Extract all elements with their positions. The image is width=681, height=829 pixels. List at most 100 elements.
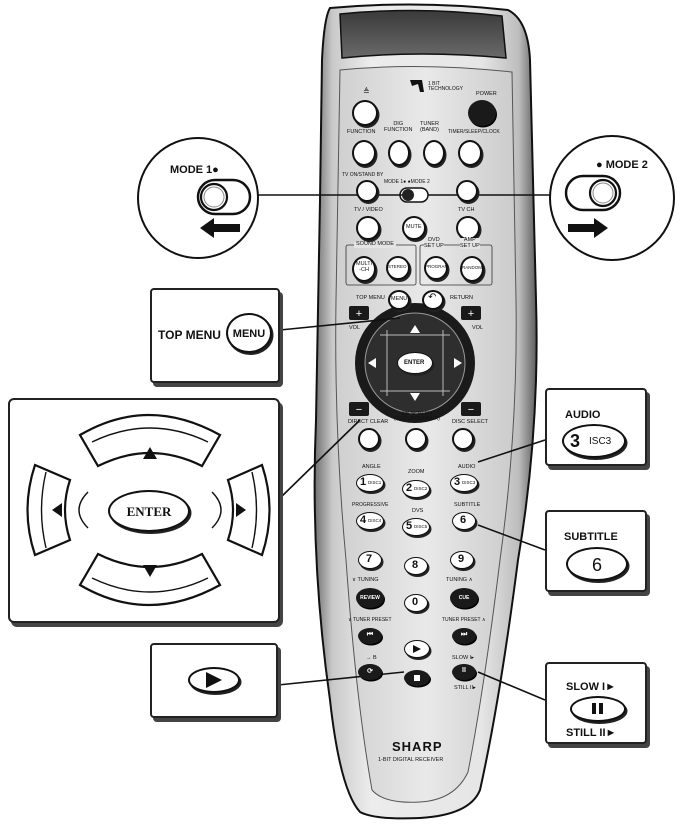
skip-back-button[interactable]: ⏮ (358, 628, 382, 644)
play-small-icon (413, 645, 421, 653)
multi-ch-label: MULTI -CH (356, 262, 372, 273)
audio-callout-disc: ISC3 (589, 436, 611, 447)
key-3-number: 3 (454, 477, 460, 488)
subtitle-label: SUBTITLE (454, 503, 480, 509)
key-4-number: 4 (360, 515, 366, 526)
tv-on-label: TV ON/STAND BY (342, 173, 383, 178)
random-label: RANDOM (462, 266, 482, 271)
dvs-label: DVS (412, 509, 423, 515)
tuner-band-button[interactable] (423, 140, 445, 166)
svg-text:−: − (356, 404, 362, 416)
vol-left-label: VOL (349, 326, 360, 332)
on-screen-button[interactable] (405, 428, 427, 450)
subtitle-callout-number: 6 (566, 555, 628, 576)
return-label: RETURN (450, 296, 473, 302)
key-8-number: 8 (412, 560, 418, 571)
sound-mode-label: SOUND MODE (354, 242, 396, 248)
mode1-switch (198, 180, 250, 214)
power-button[interactable] (468, 100, 496, 126)
still-callout-label: STILL II► (566, 727, 616, 739)
pause-icon (592, 703, 596, 714)
menu-callout-label: MENU (226, 328, 272, 340)
tuner-preset-up-label: TUNER PRESET ∧ (442, 618, 486, 623)
model-label: 1-BIT DIGITAL RECEIVER (378, 758, 443, 764)
key-1-disc: DISC1 (368, 481, 381, 486)
eject-button[interactable] (352, 100, 378, 126)
tuning-up-label: TUNING ∧ (446, 578, 473, 584)
stereo-label: STEREO (388, 265, 407, 270)
direct-clear-label: DIRECT CLEAR (348, 420, 388, 426)
a-b-label: → B (366, 656, 377, 662)
mode2-switch (566, 176, 620, 210)
power-label: POWER (476, 92, 497, 98)
key-5-number: 5 (406, 521, 412, 532)
audio-callout-number: 3 (570, 431, 580, 452)
key-6-number: 6 (460, 515, 466, 526)
key-2-disc: DISC2 (414, 487, 427, 492)
key-3-disc: DISC3 (462, 481, 475, 486)
vol-right-label: VOL (472, 326, 483, 332)
enter-callout-label: ENTER (108, 504, 190, 520)
mode-switch-label: MODE 1● ●MODE 2 (384, 180, 430, 185)
mode1-callout-label: MODE 1● (170, 165, 219, 176)
on-screen-label: ON SCREEN (DISPLAY/DIMMER) (394, 412, 440, 422)
audio-label: AUDIO (458, 465, 475, 471)
zoom-label: ZOOM (408, 470, 425, 476)
key-1-number: 1 (360, 477, 366, 488)
audio-callout-label: AUDIO (565, 409, 600, 421)
stop-icon (414, 675, 420, 681)
tv-ch-plus-button[interactable] (456, 180, 478, 202)
dvd-setup-label: DVD SET UP (424, 238, 444, 249)
logo-text: 1 BIT TECHNOLOGY (428, 82, 468, 92)
program-label: PROGRAM (425, 265, 448, 270)
key-0-number: 0 (412, 597, 418, 608)
tuning-down-label: ∨ TUNING (352, 578, 379, 584)
direct-clear-button[interactable] (358, 428, 380, 450)
svg-text:−: − (468, 404, 474, 416)
remote-mode-switch[interactable] (400, 188, 428, 202)
subtitle-callout-label: SUBTITLE (564, 531, 618, 543)
menu-label: MENU (391, 297, 407, 303)
tv-video-button[interactable] (356, 216, 380, 240)
tuner-band-label: TUNER (BAND) (420, 122, 439, 133)
enter-label: ENTER (404, 360, 424, 366)
skip-forward-button[interactable]: ⏭ (452, 628, 476, 644)
key-7-number: 7 (366, 554, 372, 565)
top-menu-label: TOP MENU (356, 296, 385, 302)
dig-function-label: DIG FUNCTION (384, 122, 412, 133)
function-label: FUNCTION (347, 130, 375, 136)
repeat-button[interactable]: ⟳ (358, 664, 382, 680)
cue-button[interactable]: CUE (450, 588, 478, 608)
pause-button[interactable]: II (452, 664, 476, 680)
tuner-preset-down-label: ∨ TUNER PRESET (348, 618, 392, 623)
tv-video-label: TV / VIDEO (354, 208, 383, 214)
tv-ch-label: TV CH (458, 208, 475, 214)
top-menu-callout-label: TOP MENU (158, 328, 221, 342)
slow-callout-label: SLOW I► (566, 681, 616, 693)
key-9-number: 9 (458, 554, 464, 565)
timer-button[interactable] (458, 140, 482, 166)
slow-label: SLOW I▸ (452, 656, 474, 662)
angle-label: ANGLE (362, 465, 381, 471)
timer-label: TIMER/SLEEP/CLOCK (448, 130, 500, 135)
key-2-number: 2 (406, 483, 412, 494)
still-label: STILL II▸ (454, 686, 476, 692)
tv-on-button[interactable] (356, 180, 378, 202)
return-icon: ↶ (428, 293, 436, 303)
amp-setup-label: AMP SET UP (460, 238, 480, 249)
progressive-label: PROGRESSIVE (352, 503, 388, 508)
key-5-disc: DISC5 (414, 525, 427, 530)
mode2-callout-label: ● MODE 2 (596, 160, 648, 171)
key-4-disc: DISC4 (368, 519, 381, 524)
pause-callout-button (570, 696, 626, 722)
eject-label: ≜ (363, 88, 370, 96)
svg-text:+: + (468, 308, 474, 320)
disc-select-label: DISC SELECT (452, 420, 488, 426)
svg-text:+: + (356, 308, 362, 320)
dig-function-button[interactable] (388, 140, 410, 166)
review-button[interactable]: REVIEW (356, 588, 384, 608)
play-icon (206, 672, 222, 688)
brand-label: SHARP (392, 740, 443, 753)
disc-select-button[interactable] (452, 428, 474, 450)
function-button[interactable] (352, 140, 376, 166)
